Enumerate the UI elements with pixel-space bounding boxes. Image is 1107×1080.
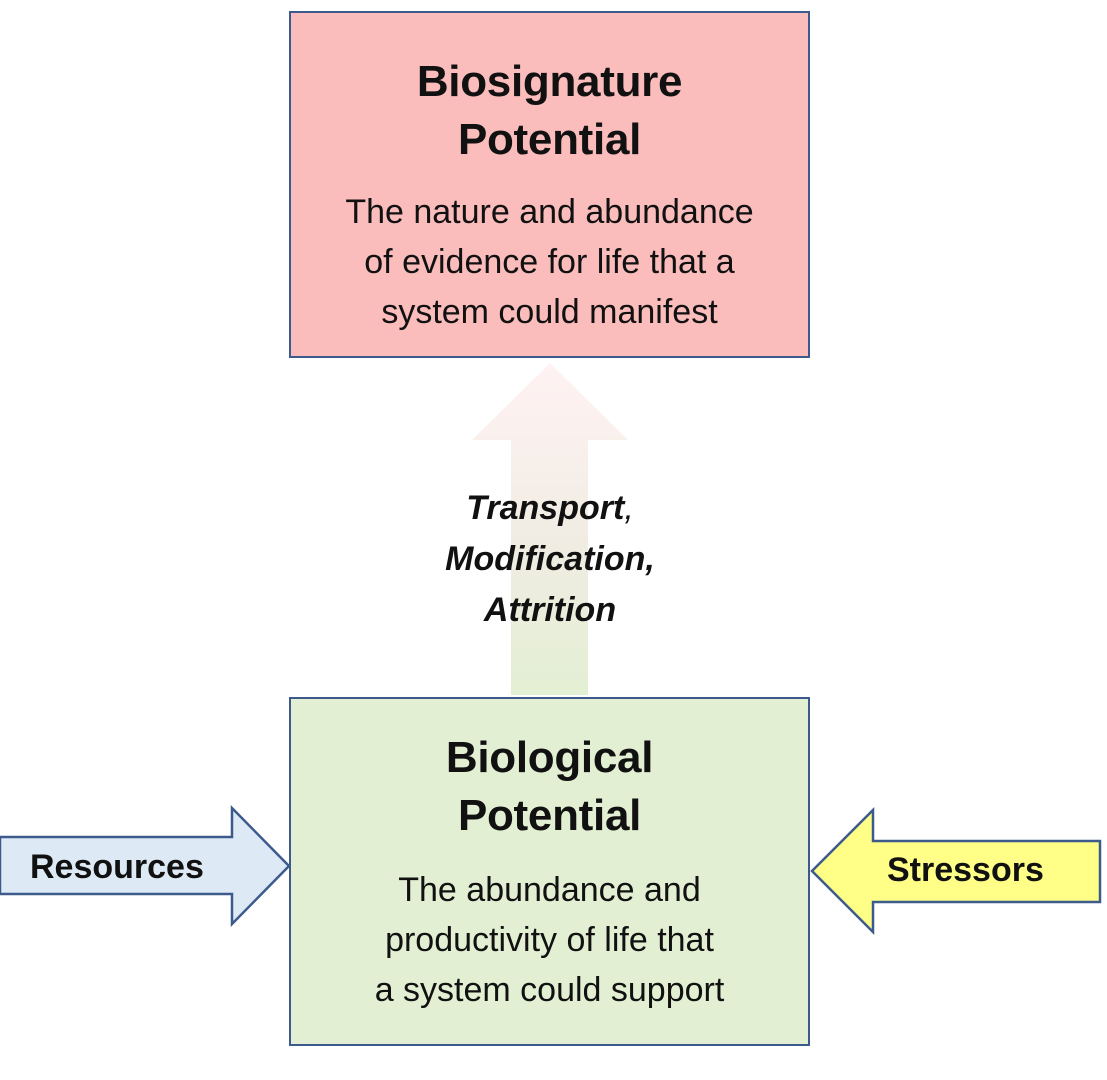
description-line: of evidence for life that a (364, 243, 735, 281)
process-line-2: Modification, (445, 540, 655, 578)
process-line-3: Attrition (483, 591, 617, 629)
biological-potential-box: Biological Potential The abundance and p… (289, 697, 810, 1046)
biosignature-potential-box: Biosignature Potential The nature and ab… (289, 11, 810, 358)
title-line: Biosignature (416, 57, 683, 106)
process-line-1: Transport, (400, 483, 700, 534)
description-line: a system could support (374, 971, 725, 1009)
biosignature-potential-title: Biosignature Potential (416, 53, 683, 169)
biological-potential-description: The abundance and productivity of life t… (375, 865, 725, 1015)
stressors-label: Stressors (887, 851, 1044, 889)
process-arrow (472, 363, 628, 695)
description-line: The nature and abundance (345, 193, 754, 231)
description-line: system could manifest (381, 293, 718, 331)
process-comma: , (624, 489, 634, 527)
resources-arrow (0, 804, 291, 928)
description-line: The abundance and (398, 871, 701, 909)
description-line: productivity of life that (385, 921, 714, 959)
biosignature-potential-description: The nature and abundance of evidence for… (345, 187, 753, 337)
title-line: Biological (445, 733, 654, 782)
process-label: Transport, Modification, Attrition (400, 483, 700, 636)
resources-label: Resources (30, 848, 204, 886)
process-transport: Transport (466, 489, 625, 527)
title-line: Potential (457, 115, 642, 164)
biological-potential-title: Biological Potential (445, 729, 654, 845)
title-line: Potential (457, 791, 642, 840)
stressors-arrow (810, 806, 1102, 936)
